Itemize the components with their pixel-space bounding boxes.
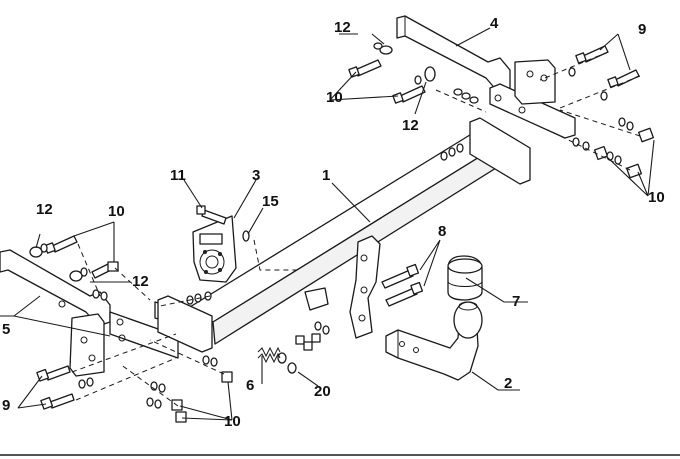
label-part-9-left: 9 <box>2 397 10 414</box>
label-part-1: 1 <box>322 167 330 184</box>
label-part-3: 3 <box>252 167 260 184</box>
label-part-12-left-mid: 12 <box>132 273 149 290</box>
label-part-20: 20 <box>314 383 331 400</box>
tow-ball-arm <box>385 301 483 381</box>
label-part-12-top-left: 12 <box>334 19 351 36</box>
leader-lines <box>0 27 655 421</box>
ball-cover-cap <box>447 255 483 301</box>
label-part-12-top-mid: 12 <box>402 117 419 134</box>
alignment-lines <box>71 51 641 407</box>
label-part-5: 5 <box>2 321 10 338</box>
label-part-12-left: 12 <box>36 201 53 218</box>
label-part-10-right: 10 <box>648 189 665 206</box>
socket-plate <box>192 215 237 283</box>
label-part-10-left-top: 10 <box>108 203 125 220</box>
label-part-15: 15 <box>262 193 279 210</box>
label-part-11: 11 <box>170 167 186 184</box>
label-part-8: 8 <box>438 223 446 240</box>
label-part-6: 6 <box>246 377 254 394</box>
label-part-9-right: 9 <box>638 21 646 38</box>
left-end-plate <box>157 295 213 353</box>
label-part-4: 4 <box>490 15 499 32</box>
label-part-10-bottom: 10 <box>224 413 241 430</box>
label-part-7: 7 <box>512 293 520 310</box>
label-part-2: 2 <box>504 375 512 392</box>
center-mount-plate <box>304 235 381 339</box>
right-end-plate <box>469 117 531 185</box>
part-labels: 1 4 3 11 15 5 12 12 10 9 10 12 10 12 9 1… <box>2 15 665 430</box>
label-part-10-top: 10 <box>326 89 343 106</box>
right-side-bracket <box>396 15 576 139</box>
